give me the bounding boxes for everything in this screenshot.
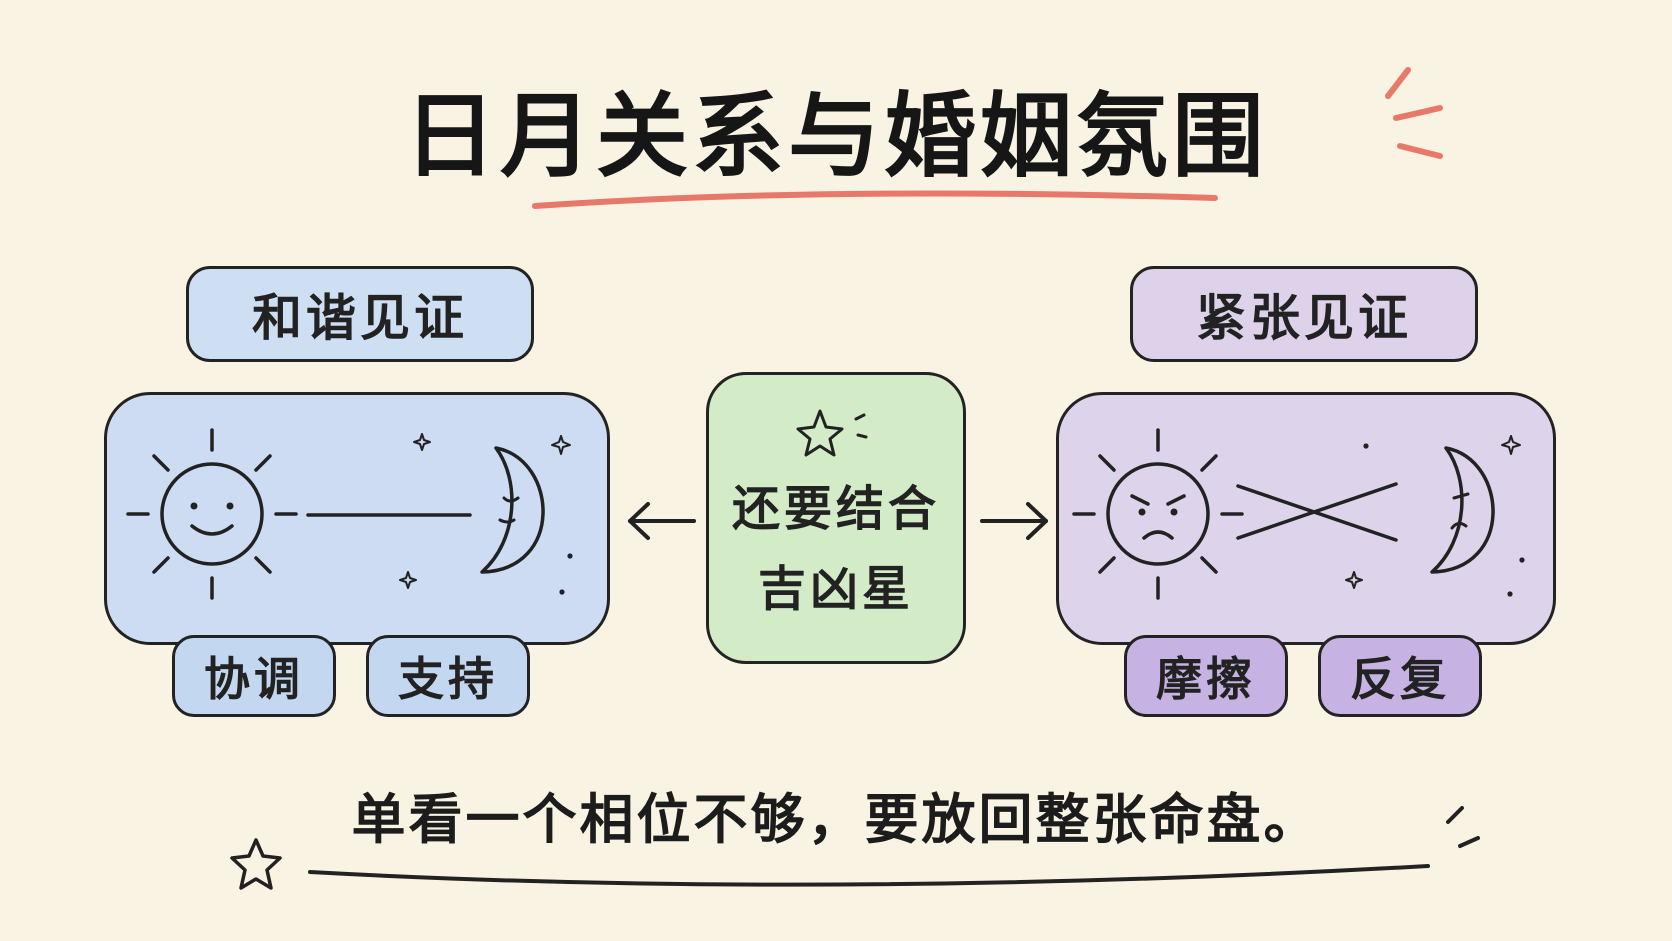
tension-label: 紧张见证 bbox=[1130, 266, 1478, 362]
sun-angry-icon bbox=[1072, 428, 1244, 600]
tension-tag-repeat: 反复 bbox=[1318, 635, 1482, 717]
sun-smile-icon bbox=[126, 428, 298, 600]
star-icon bbox=[1501, 435, 1521, 455]
star-icon bbox=[413, 433, 431, 451]
star-icon bbox=[796, 409, 868, 457]
star-icon bbox=[1345, 571, 1363, 589]
harmony-panel bbox=[104, 392, 610, 645]
dot-decoration bbox=[559, 553, 573, 595]
dot-decoration bbox=[1363, 443, 1525, 597]
star-icon bbox=[230, 838, 282, 890]
center-note-text: 还要结合 吉凶星 bbox=[731, 481, 940, 617]
harmony-tag-support: 支持 bbox=[366, 635, 530, 717]
tension-panel bbox=[1056, 392, 1556, 645]
star-icon bbox=[551, 435, 571, 455]
star-icon bbox=[399, 571, 417, 589]
arrow-right-icon bbox=[980, 502, 1048, 540]
footer-note: 单看一个相位不够，要放回整张命盘。 bbox=[351, 788, 1321, 851]
tension-tag-friction: 摩擦 bbox=[1124, 635, 1288, 717]
moon-sleep-icon bbox=[480, 446, 545, 574]
moon-sad-icon bbox=[1430, 446, 1495, 574]
page-title: 日月关系与婚姻氛围 bbox=[403, 83, 1268, 190]
harmony-tag-coordinate: 协调 bbox=[172, 635, 336, 717]
harmony-connector-line bbox=[306, 513, 472, 517]
arrow-left-icon bbox=[628, 502, 696, 540]
harmony-label: 和谐见证 bbox=[186, 266, 534, 362]
center-note-box: 还要结合 吉凶星 bbox=[706, 372, 966, 664]
tension-cross-lines bbox=[1236, 482, 1398, 542]
